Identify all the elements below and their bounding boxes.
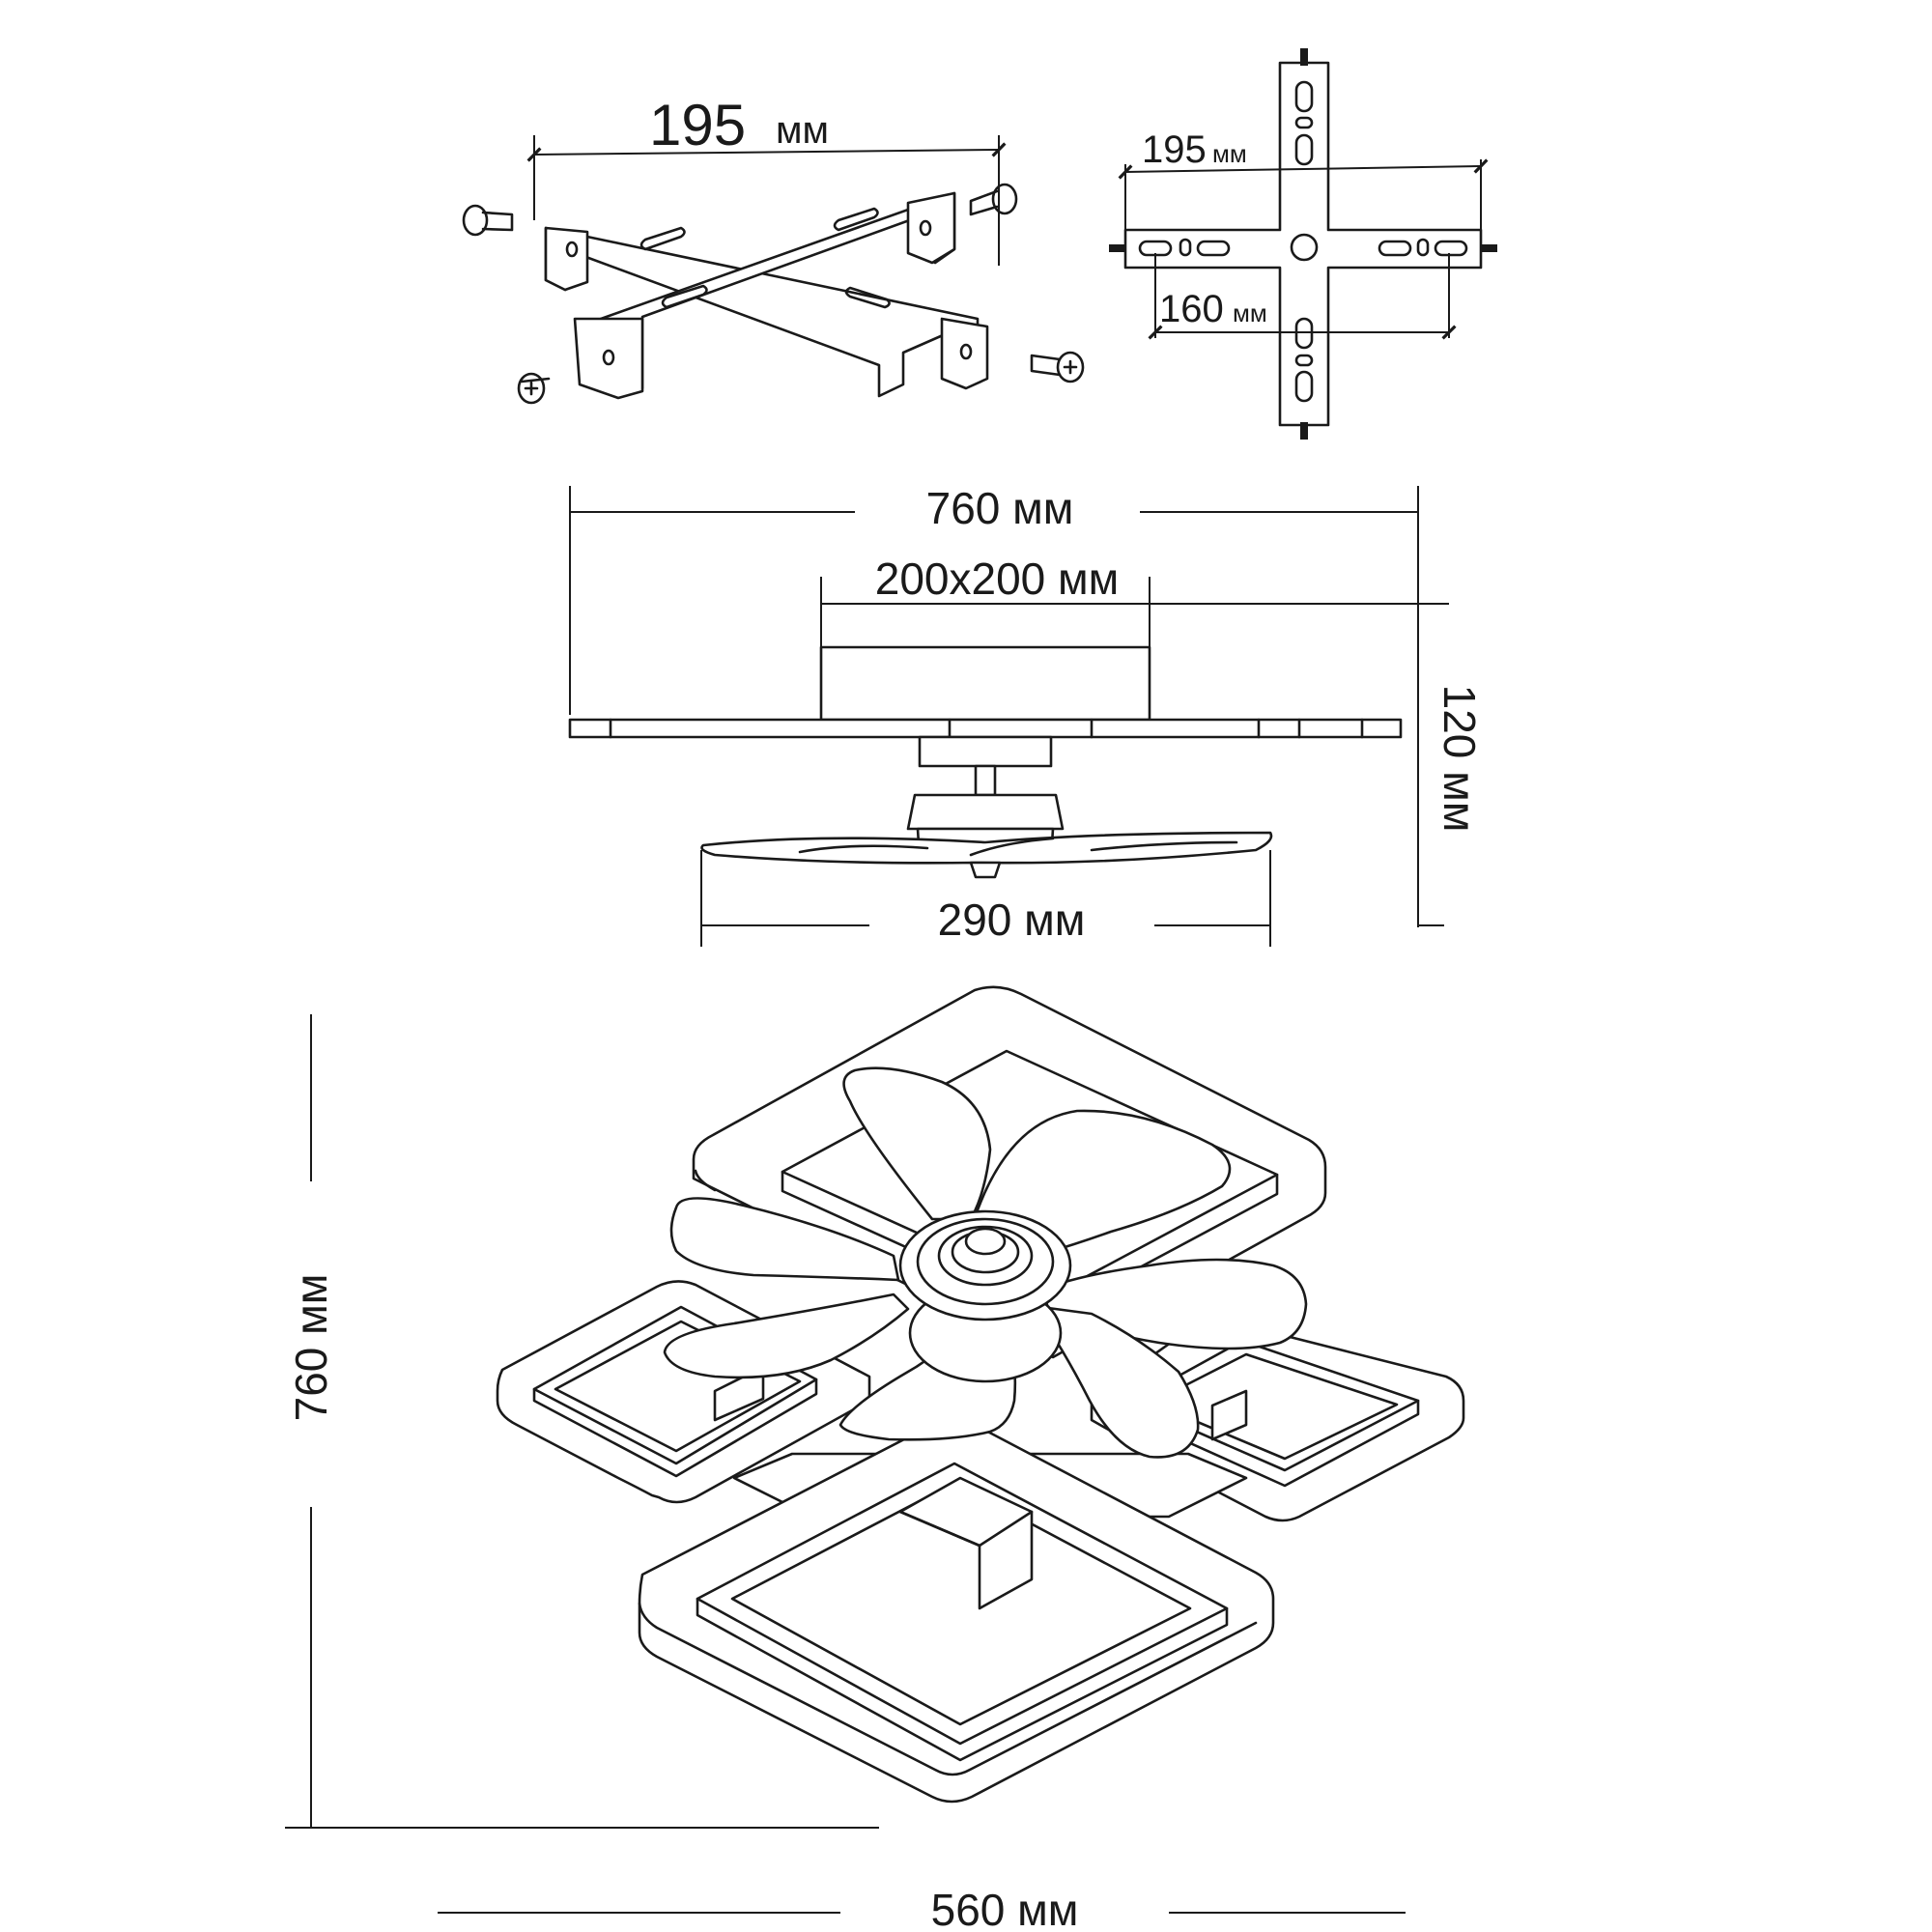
hub-ring <box>937 1225 1034 1287</box>
fan-mount <box>918 735 1053 768</box>
mounting-bracket-iso: 195 мм <box>462 93 1085 405</box>
screw-icon <box>1480 244 1497 252</box>
fan-blade <box>1032 1304 1200 1459</box>
plate-slot <box>1416 238 1430 257</box>
frame-connector <box>1210 1389 1248 1441</box>
plate-slot <box>1294 354 1314 367</box>
bracket-slot <box>833 207 879 232</box>
plate-hole-spacing-value: 160 <box>1159 288 1224 330</box>
screw-icon <box>1109 244 1126 252</box>
screw-icon <box>969 183 1018 216</box>
tab-hole <box>565 241 579 258</box>
bracket-tab-front-left <box>573 317 644 400</box>
plate-slot <box>1179 238 1192 257</box>
plate-slot <box>1294 116 1314 129</box>
bracket-slot <box>661 284 708 309</box>
fan-blade <box>663 1293 910 1379</box>
plate-slot <box>1378 240 1412 257</box>
plate-center-hole <box>1290 233 1319 262</box>
light-frame-side <box>568 718 1403 739</box>
isometric-view: 760 мм 560 мм <box>285 985 1465 1932</box>
ceiling-base <box>819 645 1151 722</box>
plate-slot <box>1294 80 1314 113</box>
fan-blade <box>842 1066 992 1221</box>
side-elevation: 760 мм 200x200 мм 120 мм 290 мм <box>568 483 1485 947</box>
plate-width-dim-line <box>1118 158 1489 180</box>
hub-cap <box>964 1227 1007 1256</box>
bracket-slot <box>639 226 686 251</box>
bracket-dim-line <box>526 142 1007 162</box>
fan-blades <box>663 1066 1308 1459</box>
blade-edge <box>1090 840 1238 852</box>
base-size-label: 200x200 мм <box>875 554 1120 604</box>
blade-edge <box>798 844 929 854</box>
screw-icon <box>517 372 551 405</box>
fan-rod <box>974 764 997 797</box>
plate-width-value: 195 <box>1142 128 1207 171</box>
fan-blades-side <box>700 831 1273 865</box>
screw-icon <box>1300 48 1308 66</box>
tab-hole <box>602 349 615 366</box>
plan-depth-label: 760 мм <box>286 1274 336 1422</box>
bracket-tab-back-left <box>544 226 589 292</box>
bracket-width-value: 195 <box>649 93 746 157</box>
plate-hole-spacing-unit: мм <box>1233 298 1267 327</box>
overall-width-label: 760 мм <box>926 483 1074 533</box>
screw-icon <box>1300 422 1308 440</box>
mounting-plate-top: 195 мм 160 мм <box>1109 48 1497 440</box>
tab-hole <box>919 219 932 237</box>
light-frame-front <box>638 1419 1275 1804</box>
fan-diameter-label: 290 мм <box>938 895 1086 945</box>
fan-hub <box>898 1209 1072 1383</box>
plate-slot <box>1294 370 1314 403</box>
bracket-tab-front-right <box>940 317 989 390</box>
plate-width-unit: мм <box>1212 139 1247 168</box>
bracket-slot <box>844 286 891 309</box>
tab-hole <box>959 343 973 360</box>
screw-icon <box>462 204 514 237</box>
overall-height-label: 120 мм <box>1435 685 1485 833</box>
fan-blade <box>669 1197 900 1282</box>
fan-cap <box>969 861 1002 879</box>
plan-width-label: 560 мм <box>931 1885 1079 1932</box>
plate-slot <box>1434 240 1468 257</box>
bracket-width-unit: мм <box>776 109 829 152</box>
fan-motor-housing <box>906 793 1065 831</box>
blade-edge <box>969 837 1055 857</box>
screw-icon <box>1030 351 1085 384</box>
plate-slot <box>1196 240 1231 257</box>
